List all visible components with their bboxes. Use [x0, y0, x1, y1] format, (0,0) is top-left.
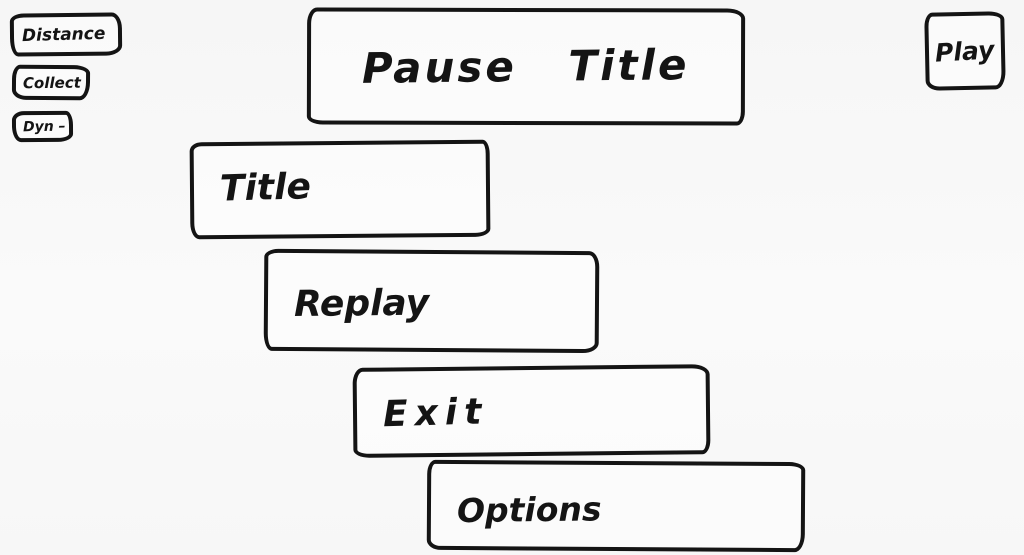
- play-button[interactable]: Play: [924, 11, 1006, 91]
- menu-item-exit-label: Exit: [382, 391, 489, 436]
- menu-item-options[interactable]: Options: [426, 459, 806, 553]
- hud-distance-label: Distance: [21, 23, 106, 46]
- menu-item-replay[interactable]: Replay: [263, 248, 600, 354]
- hud-distance-box: Distance: [9, 12, 123, 57]
- menu-item-exit[interactable]: Exit: [352, 364, 711, 458]
- hud-dyn-box: Dyn –: [11, 110, 74, 143]
- menu-item-replay-label: Replay: [293, 282, 430, 325]
- menu-item-title[interactable]: Title: [189, 139, 491, 240]
- menu-item-options-label: Options: [456, 489, 602, 531]
- play-button-label: Play: [934, 34, 996, 68]
- hud-collect-box: Collect: [11, 64, 91, 101]
- pause-title-header: Pause Title: [306, 7, 746, 126]
- pause-title-label: Pause Title: [361, 40, 690, 93]
- hud-collect-label: Collect: [22, 73, 81, 92]
- hud-dyn-label: Dyn –: [22, 117, 66, 135]
- menu-item-title-label: Title: [219, 166, 312, 210]
